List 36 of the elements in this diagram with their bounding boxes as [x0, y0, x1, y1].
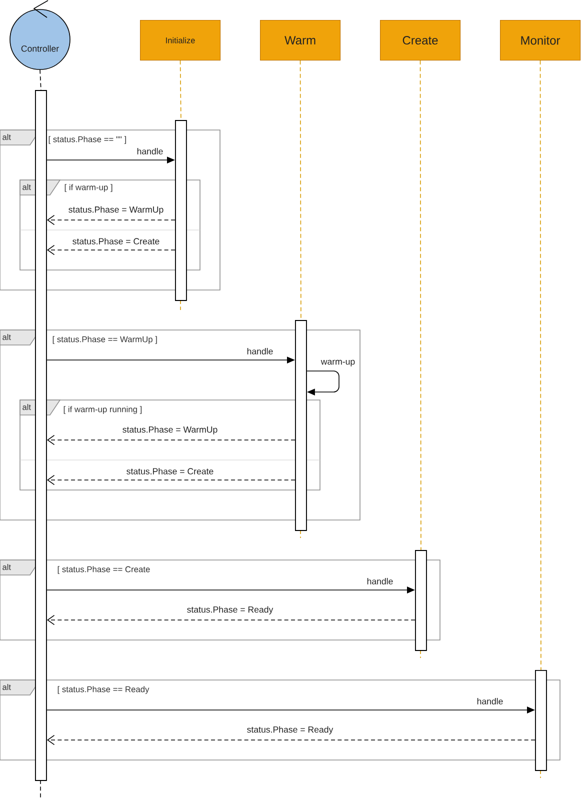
- lifeline: [40, 69, 42, 90]
- guard-condition: [ if warm-up running ]: [64, 406, 142, 414]
- lifeline: [420, 60, 422, 550]
- lifeline: [300, 60, 302, 320]
- lifeline: [180, 60, 182, 120]
- participant-box: Create: [380, 20, 461, 61]
- reply-arrow: [46, 214, 176, 226]
- participant-box: Monitor: [500, 20, 581, 61]
- guard-condition: [ status.Phase == Ready: [58, 686, 150, 694]
- reply-arrow: [46, 734, 536, 746]
- edge-label: handle: [365, 576, 395, 586]
- activation-bar: [535, 670, 547, 771]
- guard-condition: [ if warm-up ]: [64, 184, 112, 192]
- edge-label: status.Phase = Create: [125, 466, 215, 476]
- edge-label: status.Phase = Ready: [186, 604, 274, 616]
- reply-arrow: [46, 474, 296, 486]
- activation-bar: [295, 320, 307, 531]
- self-message-arrow: [306, 370, 340, 396]
- activation-bar: [415, 550, 427, 651]
- activation-bar: [175, 120, 187, 301]
- participant-box: Warm: [260, 20, 341, 61]
- reply-arrow: [46, 244, 176, 256]
- guard-condition: [ status.Phase == Create: [58, 566, 150, 574]
- edge-label: handle: [245, 346, 275, 356]
- edge-label: status.Phase = WarmUp: [67, 204, 165, 216]
- edge-label: status.Phase = Create: [71, 236, 161, 246]
- activation-bar: [35, 90, 47, 781]
- edge-label: warm-up: [320, 358, 356, 368]
- edge-label: status.Phase = Ready: [246, 724, 334, 736]
- lifeline: [540, 60, 542, 670]
- edge-label: handle: [135, 146, 165, 156]
- participant-box: Initialize: [140, 20, 221, 61]
- edge-label: status.Phase = WarmUp: [121, 424, 219, 436]
- reply-arrow: [46, 614, 416, 626]
- reply-arrow: [46, 434, 296, 446]
- edge-label: handle: [475, 696, 505, 706]
